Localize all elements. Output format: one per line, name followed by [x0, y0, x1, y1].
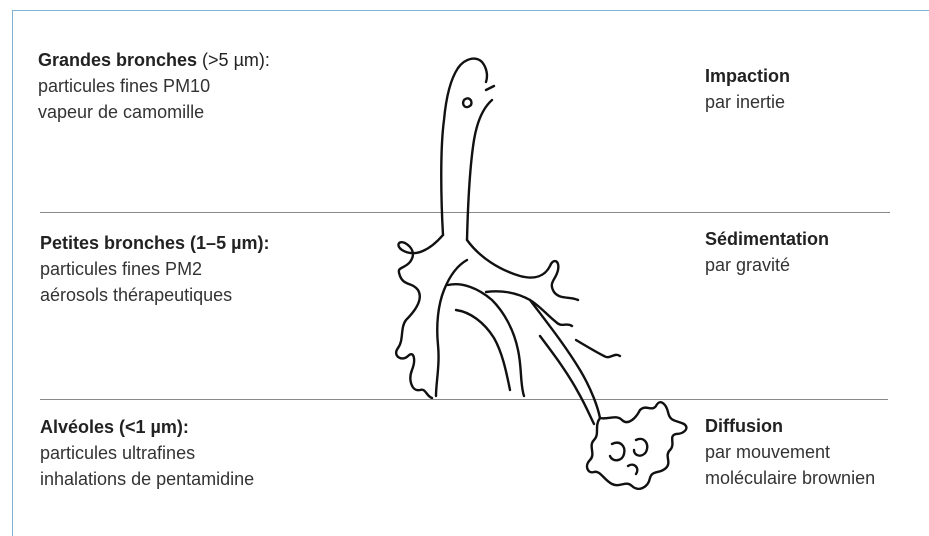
mouth-mark [486, 86, 494, 90]
right-small-branch [576, 340, 620, 357]
right-descending-outer [530, 300, 600, 418]
nostril-mark [463, 98, 471, 107]
trachea-inner-outline [467, 100, 492, 240]
alveolar-detail-1 [610, 443, 624, 461]
left-bronchus-outer [396, 235, 443, 398]
alveolar-detail-3 [628, 465, 637, 474]
right-bronchus-upper [467, 240, 578, 300]
alveolar-detail-2 [634, 439, 647, 456]
left-sub-branch-inner [456, 310, 510, 390]
left-sub-branch [448, 284, 524, 396]
left-bronchus-inner [436, 260, 467, 396]
trachea-outline [441, 59, 487, 235]
alveolar-cluster [587, 402, 686, 489]
